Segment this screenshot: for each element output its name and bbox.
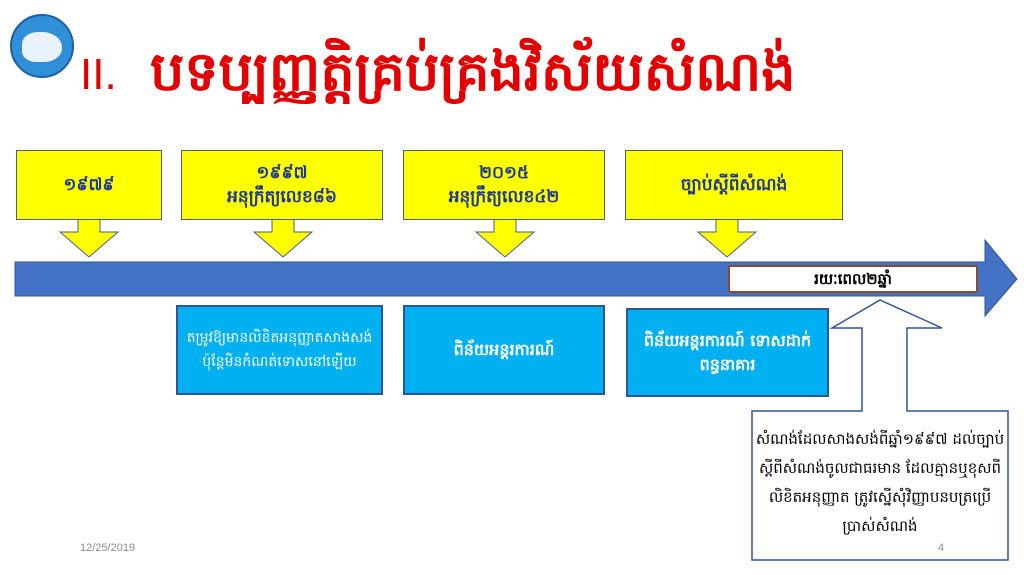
timeline-box-1979: ១៩៧៩ xyxy=(16,150,162,220)
down-arrow-2 xyxy=(252,218,314,258)
down-arrow-1 xyxy=(58,218,120,258)
timeline-text: អនុក្រឹត្យលេខ៤២ xyxy=(448,187,560,207)
down-arrow-3 xyxy=(474,218,536,258)
timeline-year: ២០១៥ xyxy=(479,163,529,183)
timeline-box-law: ច្បាប់ស្តីពីសំណង់ xyxy=(625,150,843,220)
note-box-1: តម្រូវឱ្យមានលិខិតអនុញ្ញាតសាងសង់ ប៉ុន្តែម… xyxy=(176,305,383,395)
note-box-3: ពិន័យអន្តរការណ៍ ទោសដាក់ពន្ធនាគារ xyxy=(626,308,829,397)
timeline-year: ១៩៩៧ xyxy=(256,163,308,183)
timeline-text: ច្បាប់ស្តីពីសំណង់ xyxy=(680,175,788,195)
timeline-box-2015: ២០១៥ អនុក្រឹត្យលេខ៤២ xyxy=(403,150,605,220)
slide-date: 12/25/2019 xyxy=(80,542,136,554)
timeline-box-1997: ១៩៩៧ អនុក្រឹត្យលេខ៨៦ xyxy=(181,150,383,220)
timeline-arrow xyxy=(14,238,1018,318)
timeline-text: ១៩៧៩ xyxy=(63,175,115,195)
logo xyxy=(10,14,74,78)
period-label: រយៈពេល២ឆ្នាំ xyxy=(728,265,978,293)
callout-shape xyxy=(751,299,1009,561)
note-box-2: ពិន័យអន្តរការណ៍ xyxy=(403,305,605,395)
timeline-text: អនុក្រឹត្យលេខ៨៦ xyxy=(227,187,337,207)
page-number: 4 xyxy=(938,542,945,554)
slide-title: បទប្បញ្ញត្តិគ្រប់គ្រងវិស័យសំណង់ xyxy=(150,40,796,103)
down-arrow-4 xyxy=(696,218,758,258)
title-number: II. xyxy=(80,50,117,99)
callout-text: សំណង់ដែលសាងសង់ពីឆ្នាំ១៩៩៧ ដល់ច្បាប់ស្តីព… xyxy=(755,430,1005,535)
